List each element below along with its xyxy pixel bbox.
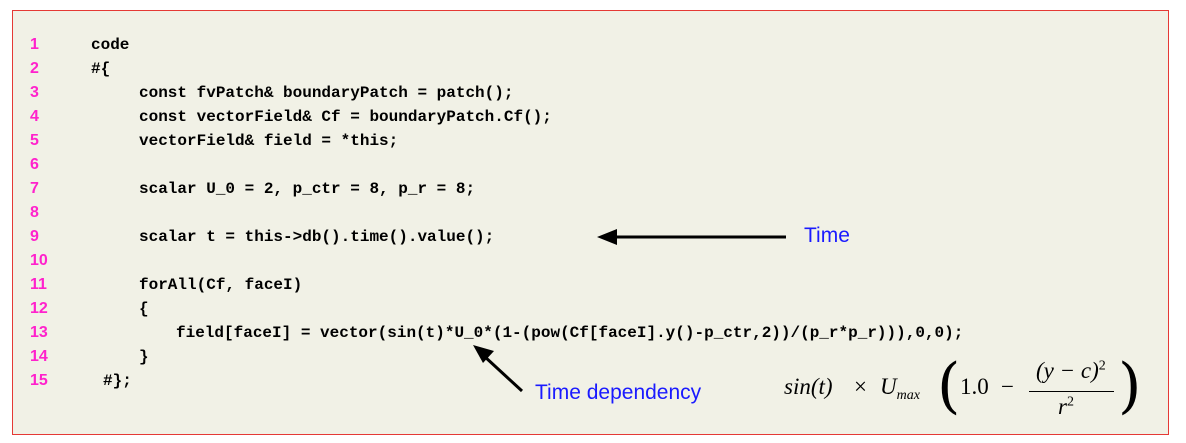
code-text: forAll(Cf, faceI)	[139, 276, 303, 294]
line-number: 14	[30, 348, 48, 365]
code-text: field[faceI] = vector(sin(t)*U_0*(1-(pow…	[176, 324, 964, 342]
line-number: 1	[30, 36, 39, 53]
formula-numerator: (y − c)2	[1036, 358, 1106, 383]
code-text: #{	[91, 60, 111, 78]
formula-one: 1.0	[960, 374, 989, 399]
line-number: 7	[30, 180, 39, 197]
line-number: 9	[30, 228, 39, 245]
code-text: vectorField& field = *this;	[139, 132, 399, 150]
line-number: 10	[30, 252, 48, 269]
code-text: }	[139, 348, 149, 366]
code-text: code	[91, 36, 130, 54]
code-text: #};	[103, 372, 132, 390]
line-number: 2	[30, 60, 39, 77]
line-number: 3	[30, 84, 39, 101]
formula-sin-t: sin(t)	[784, 374, 833, 399]
code-text: scalar t = this->db().time().value();	[139, 228, 495, 246]
line-number: 8	[30, 204, 39, 221]
code-text: {	[139, 300, 149, 318]
formula-u: Umax	[880, 374, 920, 403]
line-number: 6	[30, 156, 39, 173]
line-number: 5	[30, 132, 39, 149]
velocity-formula: sin(t) × Umax ( 1.0 − (y − c)2 r2 )	[784, 351, 1144, 424]
line-number: 13	[30, 324, 48, 341]
line-number: 15	[30, 372, 48, 389]
line-number: 12	[30, 300, 48, 317]
line-number: 11	[30, 276, 47, 293]
time-dependency-label: Time dependency	[535, 381, 702, 404]
code-text: scalar U_0 = 2, p_ctr = 8, p_r = 8;	[139, 180, 476, 198]
code-text: const fvPatch& boundaryPatch = patch();	[139, 84, 514, 102]
time-label: Time	[804, 224, 850, 247]
formula-minus: −	[1001, 374, 1014, 399]
formula-left-paren: (	[937, 351, 961, 421]
code-panel	[12, 10, 1169, 435]
formula-denominator: r2	[1058, 394, 1074, 419]
formula-right-paren: )	[1118, 351, 1142, 421]
formula-fraction-bar	[1029, 391, 1114, 393]
code-text: const vectorField& Cf = boundaryPatch.Cf…	[139, 108, 552, 126]
formula-times: ×	[854, 374, 867, 399]
line-number: 4	[30, 108, 39, 125]
